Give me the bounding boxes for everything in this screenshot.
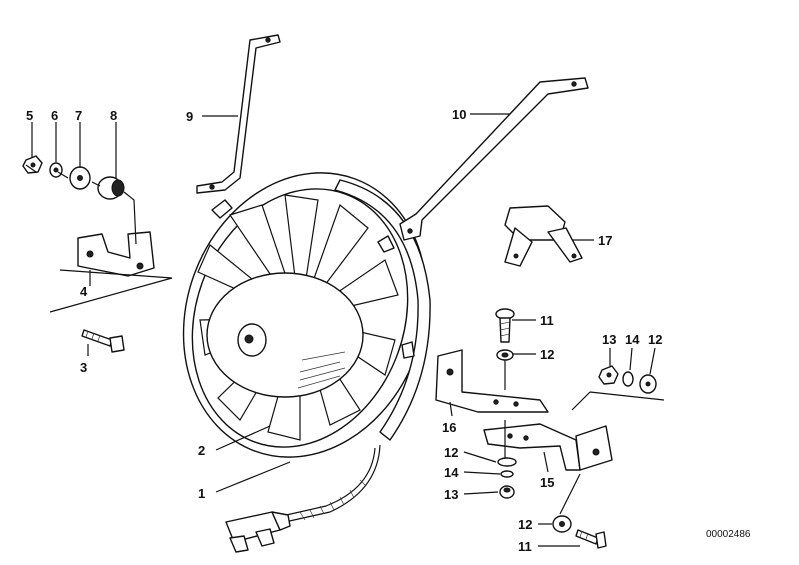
callout-14-mid: 14 xyxy=(444,465,459,480)
bolt-3-icon xyxy=(81,329,125,353)
callout-12-mid: 12 xyxy=(444,445,458,460)
callout-4: 4 xyxy=(80,284,88,299)
grommet-8-icon xyxy=(97,176,125,200)
callout-7: 7 xyxy=(75,108,82,123)
plug-connector-icon xyxy=(225,511,291,553)
washer-12-c-icon xyxy=(639,374,657,394)
callout-15: 15 xyxy=(540,475,554,490)
leader-lines xyxy=(31,113,656,547)
washer-12-d-icon xyxy=(552,515,572,533)
spring-washer-14-b-icon xyxy=(622,371,634,387)
callout-14-right: 14 xyxy=(625,332,640,347)
callout-13-right: 13 xyxy=(602,332,616,347)
callout-6: 6 xyxy=(51,108,58,123)
callout-12-right: 12 xyxy=(648,332,662,347)
strut-10-icon xyxy=(399,77,589,241)
washer-7-icon xyxy=(69,166,91,190)
callout-11-bottom: 11 xyxy=(518,539,532,554)
fan-assembly-icon xyxy=(182,172,431,523)
document-number: 00002486 xyxy=(706,529,751,540)
nut-13-b-icon xyxy=(598,365,619,385)
callout-3: 3 xyxy=(80,360,87,375)
callout-9: 9 xyxy=(186,109,193,124)
callout-12-bottom: 12 xyxy=(518,517,532,532)
bracket-4-icon xyxy=(49,231,173,313)
callout-5: 5 xyxy=(26,108,33,123)
screw-11-top-icon xyxy=(495,308,515,343)
nut-5-icon xyxy=(22,155,43,174)
callout-1: 1 xyxy=(198,486,205,501)
callout-12-top: 12 xyxy=(540,347,554,362)
washer-12-b-icon xyxy=(497,457,517,467)
relay-holder-icon xyxy=(504,205,583,267)
strut-9-icon xyxy=(196,34,281,194)
screw-11-bottom-icon xyxy=(575,529,607,549)
spring-washer-14-a-icon xyxy=(500,470,514,478)
nut-13-a-icon xyxy=(499,485,515,499)
washer-6-icon xyxy=(49,162,63,178)
bracket-15-icon xyxy=(483,423,613,471)
callout-10: 10 xyxy=(452,107,466,122)
callout-17: 17 xyxy=(598,233,612,248)
bracket-16-icon xyxy=(435,349,549,413)
callout-2: 2 xyxy=(198,443,205,458)
callout-8: 8 xyxy=(110,108,117,123)
washer-12-a-icon xyxy=(496,349,514,361)
callout-13-mid: 13 xyxy=(444,487,458,502)
callout-16: 16 xyxy=(442,420,456,435)
callout-11-top: 11 xyxy=(540,313,554,328)
